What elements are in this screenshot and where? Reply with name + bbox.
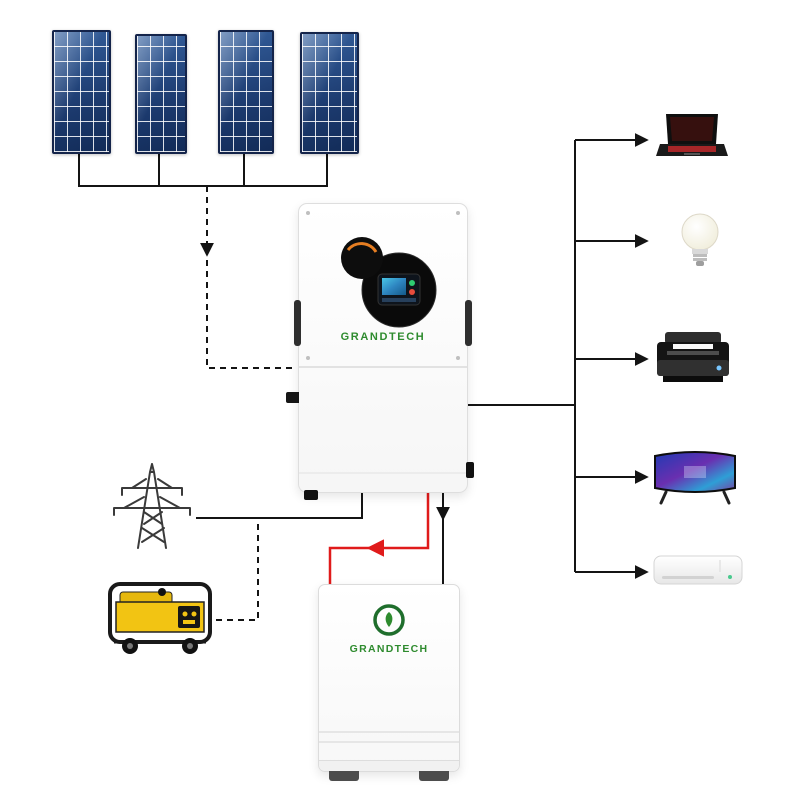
laptop-icon (656, 114, 728, 166)
inverter-right-connector (466, 462, 474, 478)
tv-icon (650, 448, 740, 506)
battery-seam (319, 731, 459, 733)
battery-seam (319, 741, 459, 743)
screw-icon (306, 356, 310, 360)
inverter-bottom-connector (304, 490, 318, 500)
solar-panel-icon (218, 30, 274, 154)
inverter-seam (299, 366, 467, 368)
battery-storage: GRANDTECH (318, 584, 460, 781)
air-conditioner-icon (652, 552, 744, 592)
battery-foot (419, 771, 449, 781)
light-bulb-icon (678, 212, 722, 270)
inverter-seam (299, 472, 467, 474)
hybrid-inverter: GRANDTECH (286, 203, 474, 500)
solar-panel-icon (135, 34, 187, 154)
inverter-handle (294, 300, 301, 346)
screw-icon (306, 211, 310, 215)
battery-brand-label: GRANDTECH (349, 643, 429, 655)
inverter-handle (465, 300, 472, 346)
printer-icon (653, 328, 733, 390)
solar-panel-icon (52, 30, 111, 154)
generator-icon (104, 576, 216, 658)
screw-icon (456, 356, 460, 360)
inverter-brand-label: GRANDTECH (340, 331, 426, 343)
solar-panel-icon (300, 32, 359, 154)
battery-logo-icon (373, 604, 405, 636)
inverter-display-icon (341, 237, 437, 328)
inverter-side-connector (286, 392, 299, 403)
battery-foot (329, 771, 359, 781)
battery-base (319, 760, 459, 771)
transmission-tower-icon (106, 462, 198, 550)
screw-icon (456, 211, 460, 215)
